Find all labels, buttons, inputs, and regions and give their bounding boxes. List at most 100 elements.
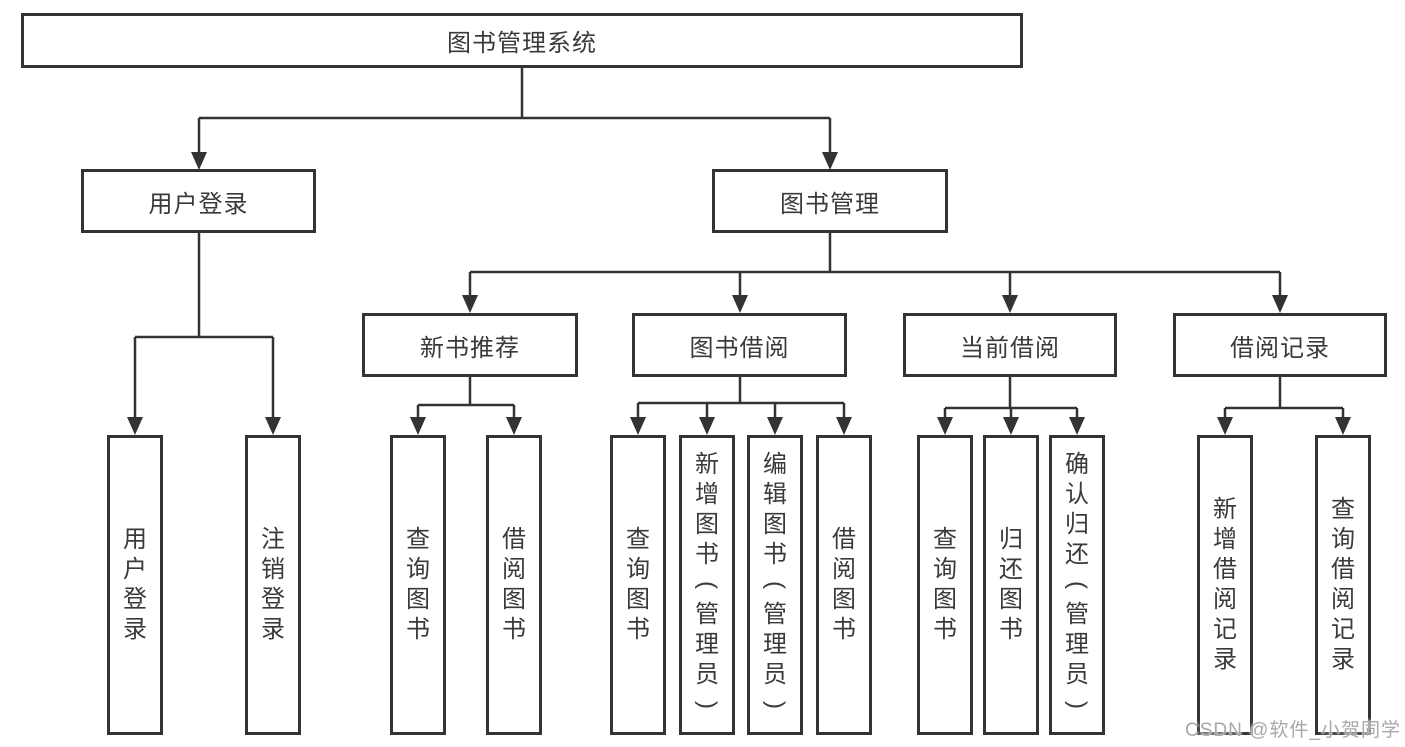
vertical-char: 借 bbox=[502, 526, 526, 553]
vertical-char: 书 bbox=[832, 616, 856, 643]
vertical-char: 书 bbox=[695, 541, 719, 568]
node-current-borrow: 当前借阅 bbox=[903, 313, 1117, 377]
vertical-char: 管 bbox=[763, 601, 787, 628]
vertical-char: 员 bbox=[763, 661, 787, 688]
vertical-char: 记 bbox=[1331, 616, 1355, 643]
vertical-char: ( bbox=[762, 581, 789, 589]
vertical-char: 借 bbox=[832, 526, 856, 553]
csdn-watermark: CSDN @软件_小贺同学 bbox=[1185, 720, 1401, 741]
vertical-char: 员 bbox=[1065, 661, 1089, 688]
vertical-char: 查 bbox=[626, 526, 650, 553]
node-leaf-query-record: 查询借阅记录 bbox=[1315, 435, 1371, 735]
node-label: 当前借阅 bbox=[960, 334, 1060, 362]
node-leaf-add-book-admin: 新增图书 ( 管理员) bbox=[679, 435, 735, 735]
node-root-system: 图书管理系统 bbox=[21, 13, 1023, 68]
vertical-char: 询 bbox=[626, 556, 650, 583]
vertical-char: 辑 bbox=[763, 481, 787, 508]
vertical-char: 登 bbox=[261, 586, 285, 613]
vertical-char: ( bbox=[1064, 581, 1091, 589]
vertical-char: 管 bbox=[1065, 601, 1089, 628]
node-borrow-record: 借阅记录 bbox=[1173, 313, 1387, 377]
vertical-char: 确 bbox=[1065, 451, 1089, 478]
vertical-char: 书 bbox=[763, 541, 787, 568]
vertical-char: 注 bbox=[261, 526, 285, 553]
vertical-char: 书 bbox=[502, 616, 526, 643]
vertical-char: 阅 bbox=[832, 556, 856, 583]
vertical-char: ) bbox=[762, 701, 789, 709]
node-label: 借阅记录 bbox=[1230, 334, 1330, 362]
node-label: 新书推荐 bbox=[420, 334, 520, 362]
vertical-char: 查 bbox=[406, 526, 430, 553]
vertical-char: 图 bbox=[832, 586, 856, 613]
node-leaf-confirm-return: 确认归还(管理员) bbox=[1049, 435, 1105, 735]
node-label: 图书管理 bbox=[780, 190, 880, 218]
vertical-char: 图 bbox=[933, 586, 957, 613]
vertical-char: 书 bbox=[406, 616, 430, 643]
vertical-char: 查 bbox=[1331, 496, 1355, 523]
vertical-char: 图 bbox=[763, 511, 787, 538]
vertical-char: 录 bbox=[1213, 646, 1237, 673]
vertical-char: 借 bbox=[1213, 556, 1237, 583]
vertical-char: 图 bbox=[695, 511, 719, 538]
vertical-char: 录 bbox=[1331, 646, 1355, 673]
vertical-char: 增 bbox=[695, 481, 719, 508]
vertical-char: 阅 bbox=[1331, 586, 1355, 613]
vertical-char: 录 bbox=[261, 616, 285, 643]
node-label: 图书借阅 bbox=[689, 334, 790, 362]
vertical-char: 管 bbox=[695, 601, 719, 628]
vertical-char: 书 bbox=[933, 616, 957, 643]
vertical-char: 询 bbox=[1331, 526, 1355, 553]
vertical-char: 记 bbox=[1213, 616, 1237, 643]
vertical-char: 归 bbox=[1065, 511, 1089, 538]
vertical-char: 认 bbox=[1065, 481, 1089, 508]
vertical-char: ( bbox=[694, 581, 721, 589]
vertical-char: 新 bbox=[1213, 496, 1237, 523]
node-leaf-user-login: 用户登录 bbox=[107, 435, 163, 735]
node-leaf-add-record: 新增借阅记录 bbox=[1197, 435, 1253, 735]
node-new-book-recommend: 新书推荐 bbox=[362, 313, 578, 377]
vertical-char: 图 bbox=[626, 586, 650, 613]
node-leaf-logout: 注销登录 bbox=[245, 435, 301, 735]
vertical-char: 员 bbox=[695, 661, 719, 688]
vertical-char: 书 bbox=[999, 616, 1023, 643]
node-leaf-edit-book-admin: 编辑图书 ( 管理员) bbox=[747, 435, 803, 735]
node-book-borrow: 图书借阅 bbox=[632, 313, 847, 377]
vertical-char: 理 bbox=[695, 631, 719, 658]
vertical-char: 图 bbox=[406, 586, 430, 613]
vertical-char: 用 bbox=[123, 526, 147, 553]
node-leaf-borrow-book: 借阅图书 bbox=[486, 435, 542, 735]
vertical-char: 编 bbox=[763, 451, 787, 478]
node-leaf-query-book: 查询图书 bbox=[610, 435, 666, 735]
vertical-char: 图 bbox=[502, 586, 526, 613]
vertical-char: 查 bbox=[933, 526, 957, 553]
node-label: 图书管理系统 bbox=[447, 30, 597, 57]
node-leaf-return-book: 归还图书 bbox=[983, 435, 1039, 735]
vertical-char: 新 bbox=[695, 451, 719, 478]
vertical-char: 理 bbox=[1065, 631, 1089, 658]
vertical-char: 登 bbox=[123, 586, 147, 613]
vertical-char: 图 bbox=[999, 586, 1023, 613]
vertical-char: 询 bbox=[406, 556, 430, 583]
vertical-char: 询 bbox=[933, 556, 957, 583]
vertical-char: 还 bbox=[999, 556, 1023, 583]
vertical-char: 还 bbox=[1065, 541, 1089, 568]
node-user-login: 用户登录 bbox=[81, 169, 316, 233]
vertical-char: 阅 bbox=[1213, 586, 1237, 613]
vertical-char: 户 bbox=[123, 556, 147, 583]
vertical-char: 理 bbox=[763, 631, 787, 658]
vertical-char: 阅 bbox=[502, 556, 526, 583]
node-leaf-borrow-book: 借阅图书 bbox=[816, 435, 872, 735]
vertical-char: ) bbox=[694, 701, 721, 709]
node-leaf-query-book: 查询图书 bbox=[390, 435, 446, 735]
vertical-char: 借 bbox=[1331, 556, 1355, 583]
vertical-char: 销 bbox=[261, 556, 285, 583]
vertical-char: 增 bbox=[1213, 526, 1237, 553]
node-label: 用户登录 bbox=[148, 190, 249, 218]
vertical-char: 书 bbox=[626, 616, 650, 643]
vertical-char: 归 bbox=[999, 526, 1023, 553]
node-leaf-query-book: 查询图书 bbox=[917, 435, 973, 735]
node-book-management: 图书管理 bbox=[712, 169, 948, 233]
vertical-char: 录 bbox=[123, 616, 147, 643]
